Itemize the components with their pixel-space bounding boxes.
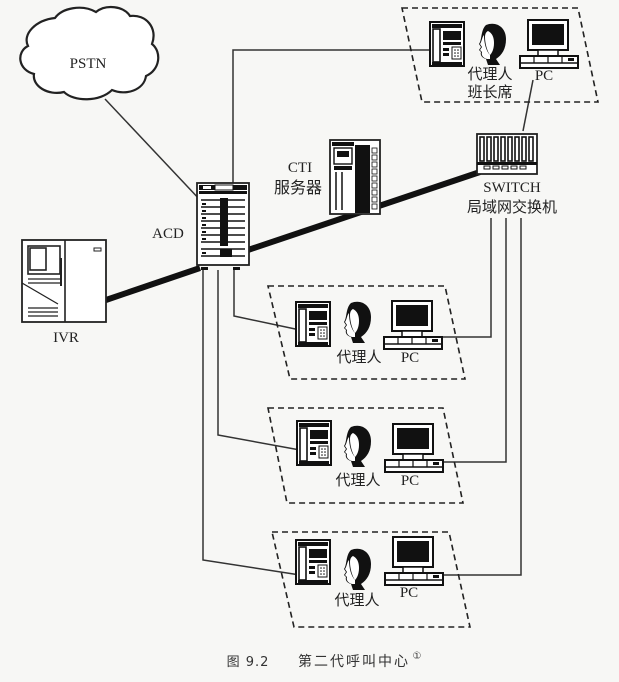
line-switch-agent3-pc: [432, 218, 522, 576]
line-acd-agent3-phone: [202, 270, 301, 576]
pc-icon: [384, 536, 444, 586]
pc-label: PC: [401, 473, 419, 489]
ivr-node: IVR: [21, 239, 107, 346]
pstn-label: PSTN: [70, 56, 107, 72]
switch-label: SWITCH: [483, 180, 541, 196]
line-acd-supervisor-phone: [232, 49, 430, 183]
agent-label: 代理人: [335, 471, 380, 489]
backbone-ivr-acd: [102, 265, 201, 304]
agent-group-3: 代理人 PC: [270, 531, 471, 628]
figure-caption: 图 9.2 第二代呼叫中心 ①: [227, 651, 422, 670]
pstn-cloud-shape: [19, 6, 160, 101]
acd-label: ACD: [152, 226, 184, 242]
group-boundary: [270, 531, 471, 628]
cti-server-node: CTI 服务器: [274, 139, 381, 215]
ivr-label: IVR: [53, 330, 79, 346]
phone-icon: [295, 539, 331, 585]
agent-head-icon: [479, 23, 506, 65]
group-boundary: [266, 285, 466, 380]
group-boundary: [401, 7, 599, 103]
pc-label: PC: [535, 68, 553, 84]
cti-label: CTI: [288, 160, 312, 176]
caption-footnote-marker: ①: [413, 651, 422, 662]
group-boundary: [267, 407, 464, 504]
cti-server-label: 服务器: [274, 178, 322, 197]
line-switch-agent2-pc: [432, 218, 507, 463]
pstn-cloud: PSTN: [19, 6, 160, 101]
agent-label: 代理人: [336, 348, 381, 366]
line-switch-agent1-pc: [428, 218, 492, 338]
switch-lan-label: 局域网交换机: [467, 198, 557, 216]
pc-icon: [519, 19, 579, 69]
agent-label: 代理人: [334, 591, 379, 609]
line-acd-agent1-phone: [233, 270, 301, 331]
phone-icon: [296, 420, 332, 466]
caption-title: 第二代呼叫中心: [298, 653, 410, 670]
phone-icon: [429, 21, 465, 67]
pc-label: PC: [401, 350, 419, 366]
agent-group-supervisor: 代理人 班长席 PC: [401, 7, 599, 103]
agent-head-icon: [344, 548, 371, 590]
agent-head-icon: [344, 301, 371, 343]
supervisor-label: 班长席: [467, 83, 512, 101]
phone-icon: [295, 301, 331, 347]
pc-icon: [383, 300, 443, 350]
pc-label: PC: [400, 585, 418, 601]
agent-head-icon: [344, 425, 371, 467]
connection-lines: [104, 49, 534, 576]
line-switch-supervisor-pc: [522, 79, 534, 132]
agent-group-2: 代理人 PC: [267, 407, 464, 504]
switch-node: SWITCH 局域网交换机: [467, 133, 557, 216]
caption-figure-number: 图 9.2: [227, 655, 270, 670]
agent-group-1: 代理人 PC: [266, 285, 466, 380]
line-pstn-acd: [104, 98, 203, 203]
pc-icon: [384, 423, 444, 473]
line-acd-agent2-phone: [217, 270, 301, 451]
agent-label: 代理人: [467, 65, 512, 83]
acd-node: ACD: [152, 182, 250, 270]
